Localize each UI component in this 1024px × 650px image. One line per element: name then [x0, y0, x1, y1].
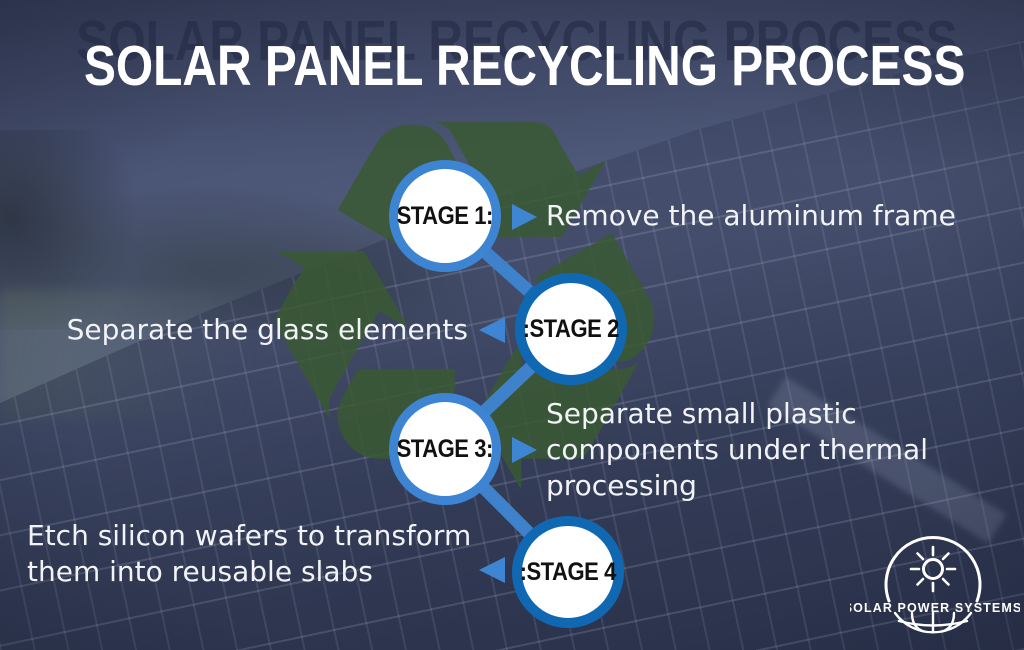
sun-icon: [909, 545, 957, 593]
connector-line: [438, 211, 578, 577]
stage-4-description: Etch silicon wafers to transform them in…: [27, 519, 472, 588]
brand-logo: SOLAR POWER SYSTEMS: [850, 535, 1020, 634]
stage-1-description: Remove the aluminum frame: [546, 199, 956, 232]
stage-2-label: :STAGE 2: [522, 314, 620, 343]
stage-1-circle: STAGE 1:: [389, 160, 501, 272]
globe-icon: [893, 611, 973, 634]
logo-circle: [884, 535, 982, 603]
stage-2-description: Separate the glass elements: [66, 313, 468, 346]
arrow-left-icon: [479, 317, 505, 343]
stage-3-description: Separate small plastic components under …: [546, 397, 928, 502]
stage-4-label: :STAGE 4: [519, 557, 617, 586]
brand-name: SOLAR POWER SYSTEMS: [850, 601, 1020, 615]
page-title: SOLAR PANEL RECYCLING PROCESS: [83, 34, 966, 98]
stage-3-circle: STAGE 3:: [389, 393, 501, 505]
stage-2-circle: :STAGE 2: [515, 273, 627, 385]
arrow-left-icon: [479, 557, 505, 583]
stage-4-circle: :STAGE 4: [512, 516, 624, 628]
stage-3-label: STAGE 3:: [396, 434, 494, 463]
header: SOLAR PANEL RECYCLING PROCESS: [0, 33, 1024, 99]
stage-1-label: STAGE 1:: [396, 201, 494, 230]
arrow-right-icon: [512, 204, 537, 230]
arrow-right-icon: [512, 437, 537, 463]
